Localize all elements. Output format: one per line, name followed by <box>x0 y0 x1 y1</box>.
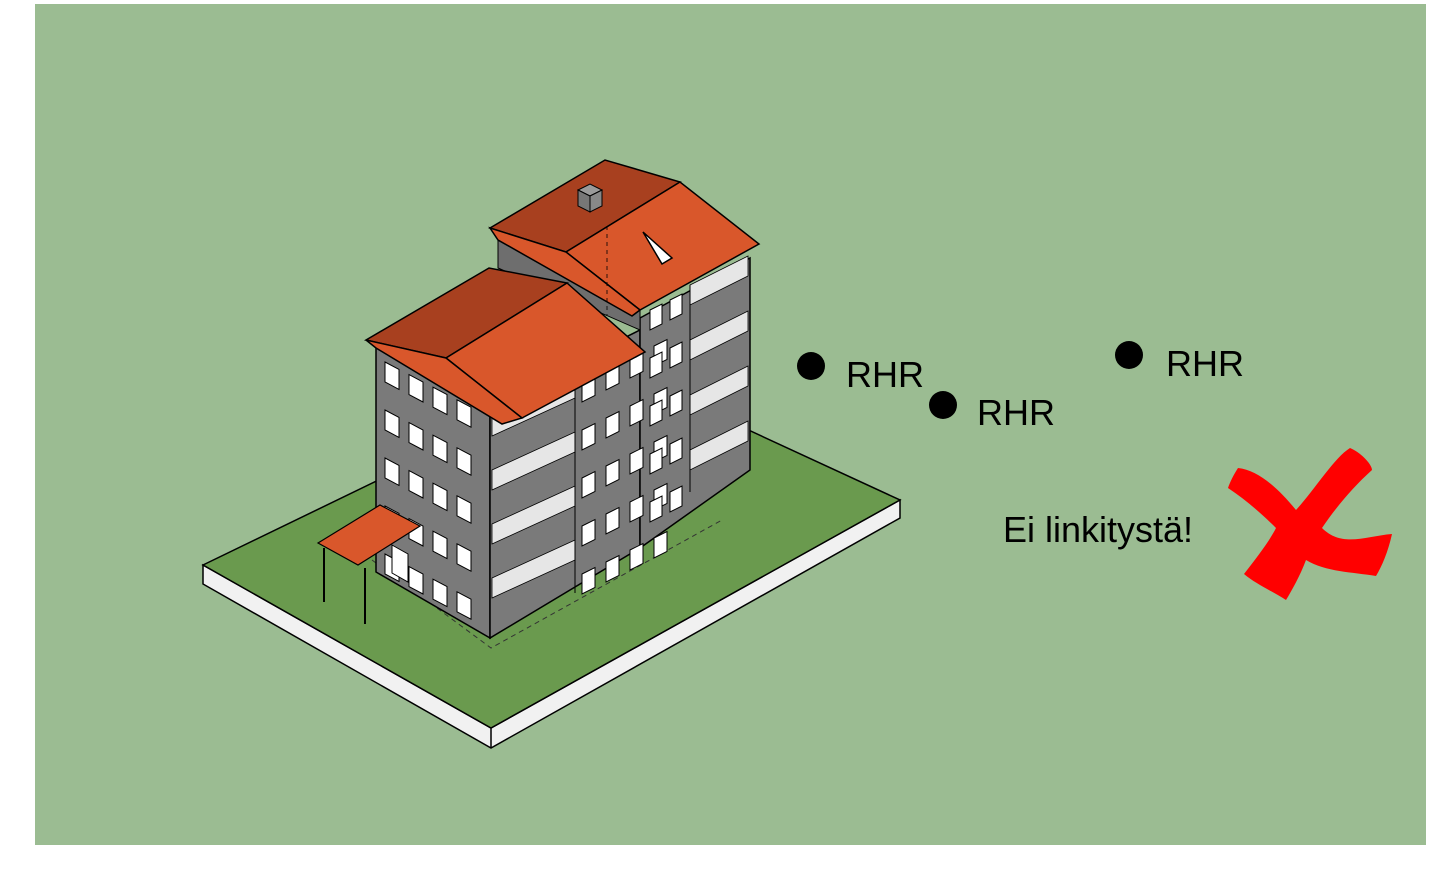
window <box>669 341 683 369</box>
window <box>456 398 472 429</box>
window <box>605 554 620 583</box>
window <box>432 530 448 560</box>
chimney <box>576 183 604 213</box>
window <box>581 518 596 547</box>
window <box>669 293 683 321</box>
window <box>649 351 663 379</box>
point-marker-icon <box>797 352 825 380</box>
window <box>581 470 596 499</box>
window <box>408 373 424 403</box>
window <box>669 389 683 417</box>
window <box>629 494 644 523</box>
window <box>456 446 472 477</box>
window <box>669 437 683 465</box>
rhr-points: RHR RHR RHR <box>797 341 1244 433</box>
rhr-point: RHR <box>929 391 1055 433</box>
window <box>456 542 472 573</box>
window <box>605 410 620 439</box>
window <box>629 542 644 571</box>
point-marker-icon <box>929 391 957 419</box>
window <box>456 590 472 621</box>
window <box>649 399 663 427</box>
window <box>649 495 663 523</box>
point-label: RHR <box>846 354 924 395</box>
window <box>456 494 472 525</box>
red-cross-icon <box>1228 448 1392 600</box>
no-link-status: Ei linkitystä! <box>1003 448 1392 600</box>
window <box>605 458 620 487</box>
window <box>432 434 448 464</box>
entrance-canopy <box>316 504 422 624</box>
window <box>669 485 683 513</box>
window <box>629 446 644 475</box>
window <box>649 447 663 475</box>
point-marker-icon <box>1115 341 1143 369</box>
windows-right-wall <box>581 293 683 595</box>
entrance-door <box>391 544 409 583</box>
window <box>384 409 400 439</box>
window <box>605 506 620 535</box>
window <box>432 386 448 416</box>
rhr-point: RHR <box>797 352 924 395</box>
skylight <box>642 231 674 266</box>
window <box>408 421 424 451</box>
window <box>581 422 596 451</box>
rhr-point: RHR <box>1115 341 1244 384</box>
status-text: Ei linkitystä! <box>1003 509 1193 550</box>
window <box>432 482 448 512</box>
window <box>649 303 663 331</box>
window <box>408 469 424 499</box>
point-label: RHR <box>977 392 1055 433</box>
window <box>384 361 400 391</box>
window <box>629 398 644 427</box>
window <box>581 566 596 595</box>
point-label: RHR <box>1166 343 1244 384</box>
window <box>432 578 448 608</box>
window <box>408 565 424 595</box>
apartment-building <box>316 159 761 640</box>
window <box>384 457 400 487</box>
window <box>653 530 668 559</box>
